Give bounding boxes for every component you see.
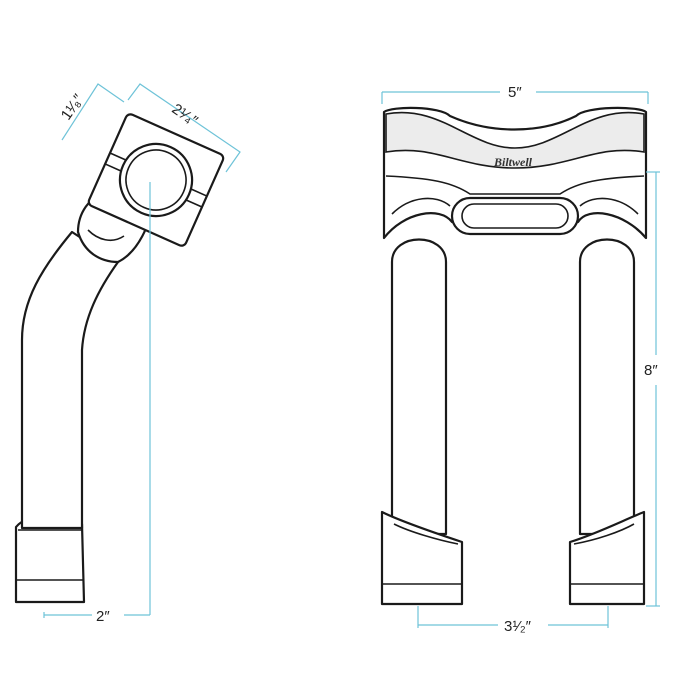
dim-clamp-width-label: 2¹⁄₄″ <box>169 100 202 130</box>
dim-clamp-height-line <box>61 83 125 141</box>
dim-overall-width-label: 5″ <box>508 84 522 101</box>
dim-overall-height-label: 8″ <box>644 362 658 379</box>
dim-center-spacing-label: 3¹⁄₂″ <box>504 618 532 635</box>
dim-base-width-label: 2″ <box>96 608 110 625</box>
dim-clamp-width-line <box>127 83 241 173</box>
front-clamp-saddle <box>385 111 645 169</box>
front-left-leg <box>390 238 448 536</box>
side-view: 1¹⁄₈″ 2¹⁄₄″ 2″ <box>14 83 241 625</box>
front-right-leg <box>578 238 636 536</box>
front-clamp-midline <box>385 175 645 195</box>
brand-logo: Biltwell <box>493 155 533 169</box>
side-knuckle-curve <box>87 229 125 242</box>
side-clamp <box>87 113 225 247</box>
front-right-foot <box>568 510 646 606</box>
side-tube <box>20 230 120 530</box>
front-clamp-slot <box>450 196 580 236</box>
side-clamp-bore <box>118 142 194 218</box>
front-view: Biltwell 5″ 8″ 3¹⁄₂″ <box>380 84 660 635</box>
front-left-foot <box>380 510 464 606</box>
